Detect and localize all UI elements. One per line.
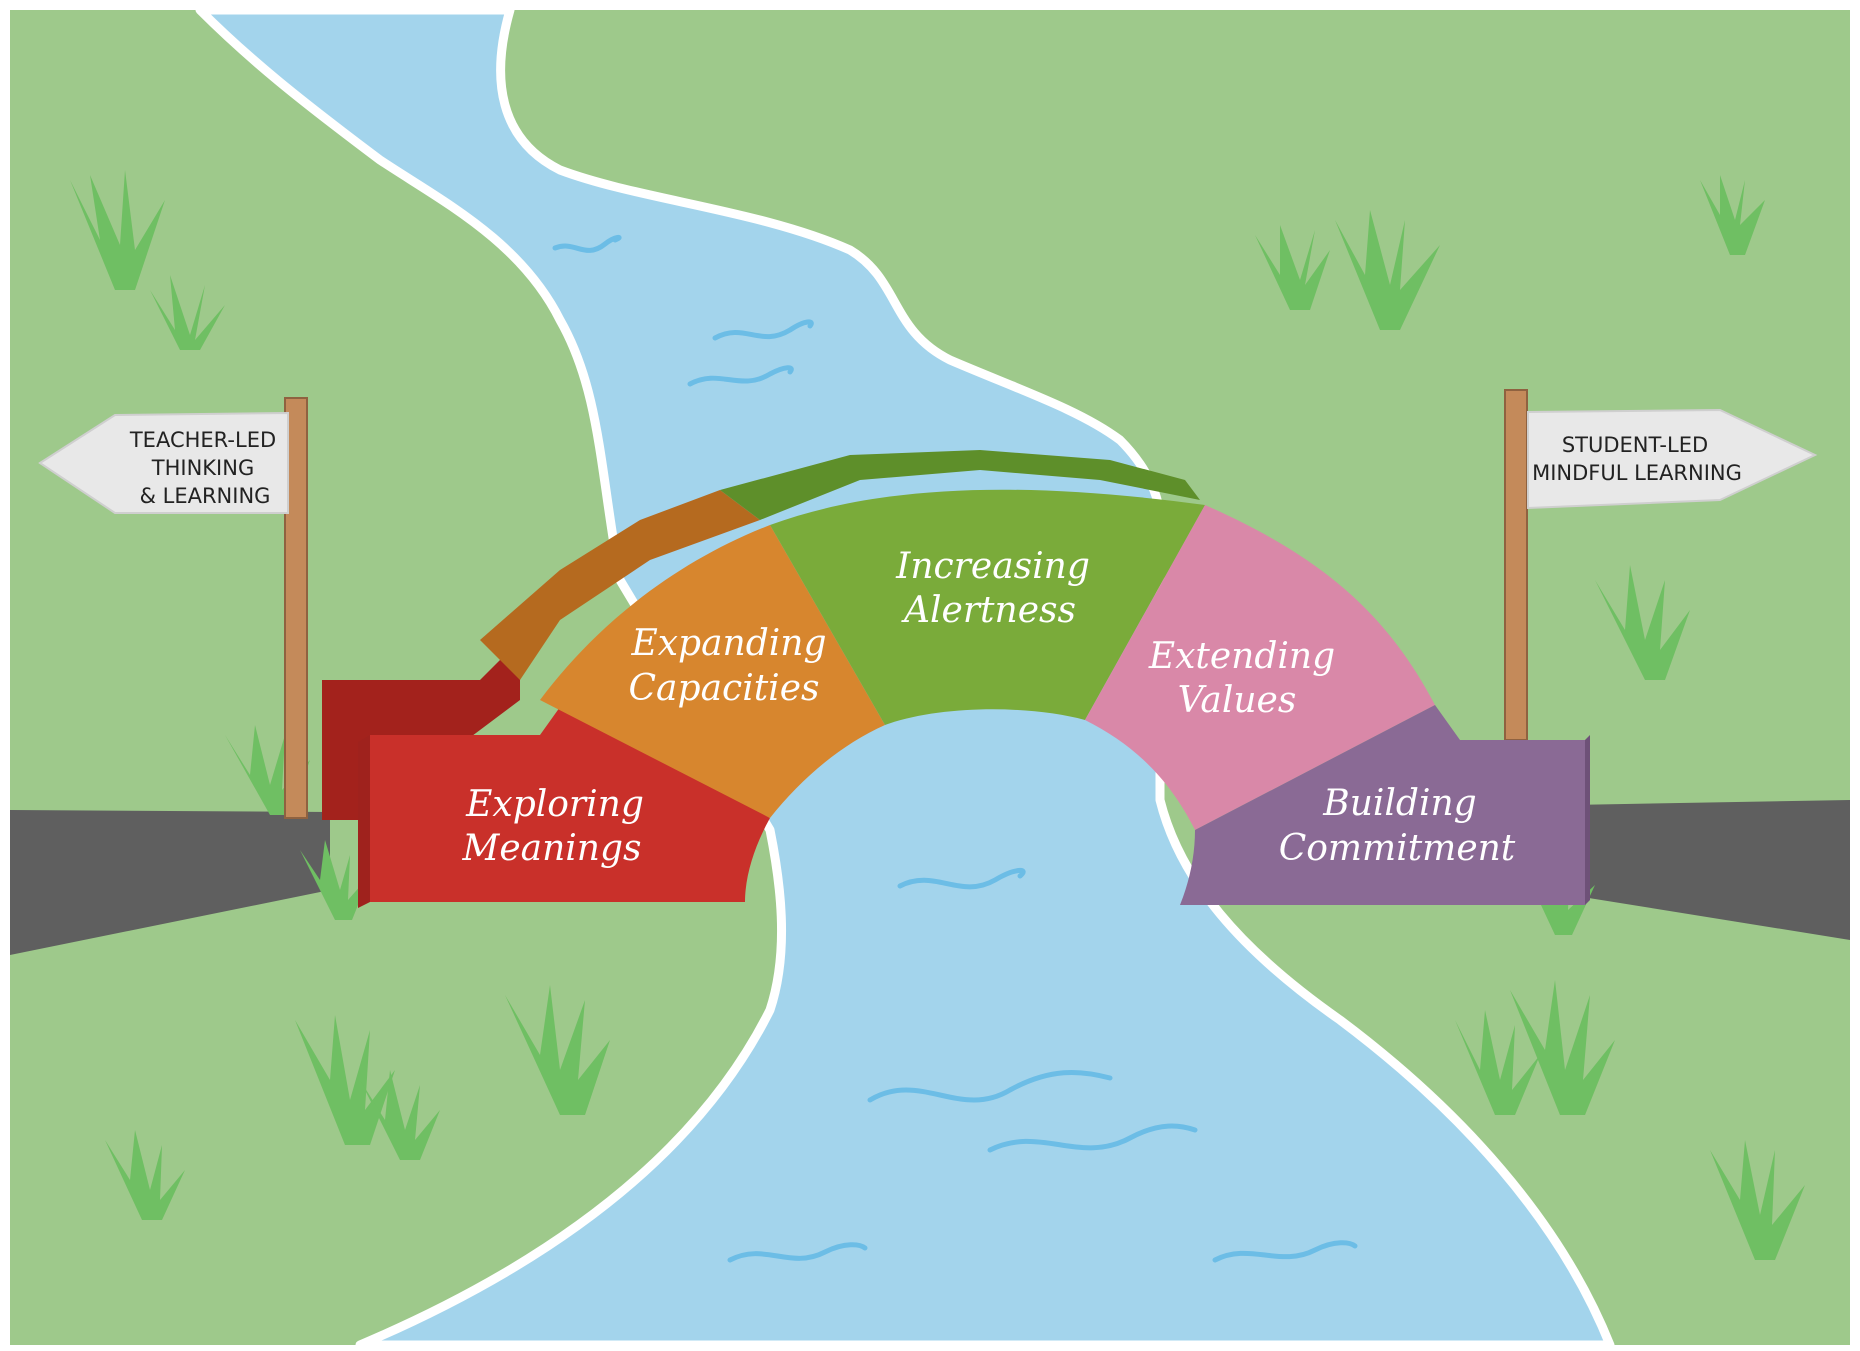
bridge-segment-extending-values: [1085, 505, 1435, 830]
segment-label-line: Commitment: [1279, 828, 1516, 869]
grass-tuft: [105, 1130, 185, 1220]
sign-post: [1504, 389, 1528, 741]
segment-label-line: Increasing: [895, 546, 1090, 587]
grass-tuft: [295, 1015, 395, 1145]
ripple: [987, 1123, 1198, 1153]
grass-tuft: [1455, 1010, 1540, 1115]
segment-label-line: Capacities: [629, 668, 820, 709]
segment-depth: [480, 490, 760, 680]
svg-text:Extending Values: Extending Values: [1148, 636, 1339, 721]
svg-text:Exploring Meanings: Exploring Meanings: [461, 784, 647, 869]
sign-text-line: & LEARNING: [140, 484, 271, 508]
sign-text-line: THINKING: [151, 456, 254, 480]
sign-board: [1527, 408, 1818, 510]
segment-label-line: Expanding: [630, 623, 826, 664]
svg-text:Increasing Alertness: Increasing Alertness: [895, 546, 1094, 631]
signpost-left: TEACHER-LED THINKING & LEARNING: [38, 397, 308, 819]
segment-label-line: Exploring: [465, 784, 644, 825]
ripple: [727, 1242, 868, 1263]
bridge-segment-expanding-capacities: [540, 525, 885, 818]
grass-tuft: [1595, 565, 1690, 680]
road-left: [10, 810, 330, 955]
ripple: [1212, 1240, 1358, 1263]
svg-text:STUDENT-LED MINDFUL LEAR: STUDENT-LED MINDFUL LEARNING: [1532, 433, 1742, 485]
segment-label-line: Extending: [1148, 636, 1335, 677]
segment-label-line: Meanings: [461, 828, 641, 869]
water-ripples: [552, 234, 1358, 1263]
svg-text:TEACHER-LED THINKING: TEACHER-LED THINKING & LEARNING: [129, 428, 280, 508]
segment-edge: [358, 735, 370, 908]
sign-board: [38, 411, 289, 514]
sign-text-line: TEACHER-LED: [129, 428, 276, 452]
sign-post: [284, 397, 308, 819]
svg-text:Expanding Capacities: Expanding Capacities: [629, 623, 831, 709]
bridge-segment-increasing-alertness: [770, 489, 1205, 725]
grass-tuft: [360, 1070, 440, 1160]
ripple: [867, 1070, 1113, 1103]
segment-label-line: Building: [1322, 783, 1476, 824]
grass-tuft: [70, 170, 165, 290]
bridge-segment-building-commitment: [1180, 705, 1585, 905]
segment-label-line: Alertness: [901, 590, 1076, 631]
grass-tuft: [1255, 225, 1330, 310]
segment-depth: [720, 450, 1200, 520]
grass-tuft: [300, 840, 370, 920]
ripple: [897, 868, 1026, 890]
grass-tuft: [505, 985, 610, 1115]
ripple: [552, 234, 622, 253]
bridge-segment-exploring-meanings: [370, 700, 770, 902]
ripple: [687, 365, 794, 387]
segment-label-line: Values: [1178, 680, 1297, 721]
sign-text-line: STUDENT-LED: [1562, 433, 1708, 457]
road-right: [1570, 800, 1850, 940]
grass-tuft: [150, 275, 225, 350]
segment-edge: [1585, 735, 1590, 905]
grass-tuft: [1510, 980, 1615, 1115]
ripple: [712, 319, 814, 341]
sign-text-line: MINDFUL LEARNING: [1532, 461, 1742, 485]
grass-tuft: [1710, 1140, 1805, 1260]
grass-tuft: [1335, 210, 1440, 330]
svg-text:Building Commitment: Building Commitment: [1279, 783, 1516, 869]
bridge: Exploring Meanings Expanding Capacities …: [322, 450, 1590, 908]
grass-tuft: [1700, 175, 1765, 255]
